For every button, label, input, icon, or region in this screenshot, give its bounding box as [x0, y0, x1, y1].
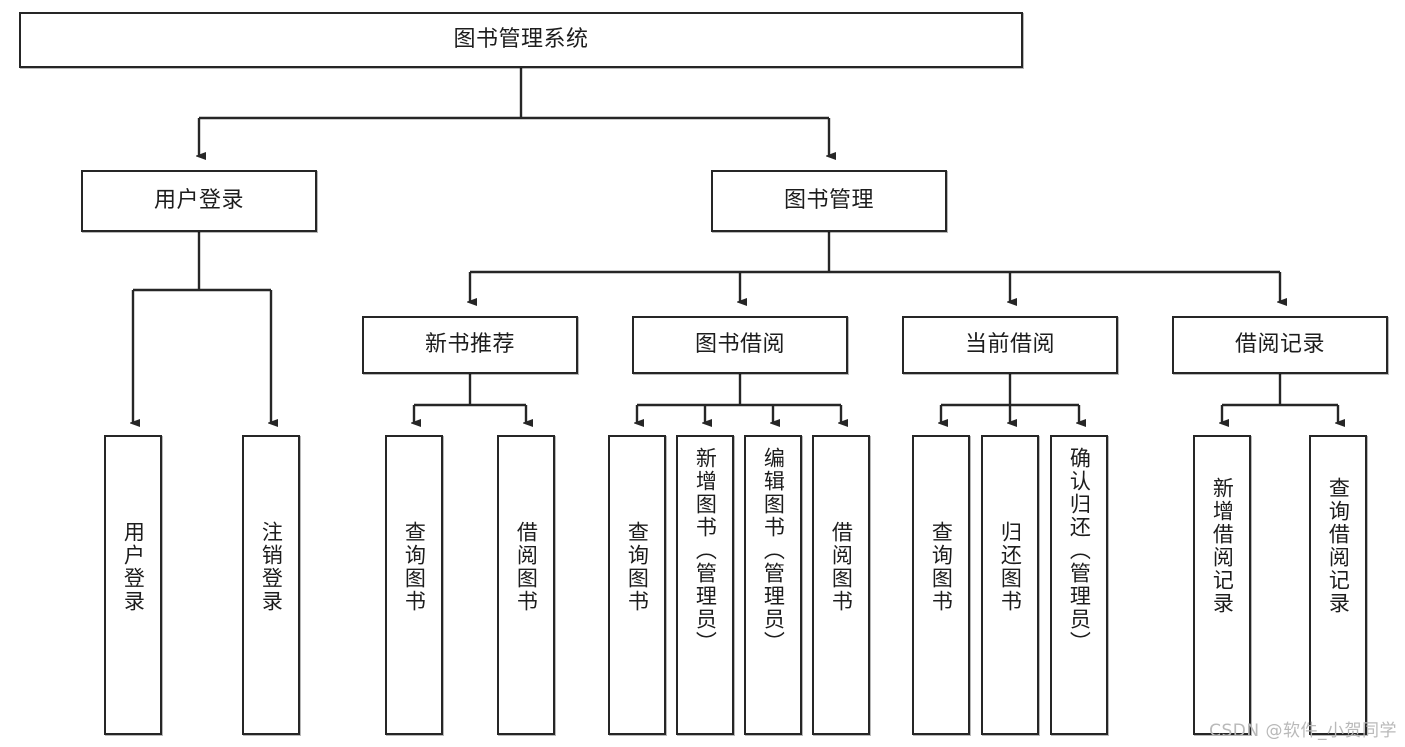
node-leaf-nb-query-book[interactable]: 查询图书 [385, 435, 443, 735]
node-leaf-bb-borrow-book[interactable]: 借阅图书 [812, 435, 870, 735]
node-label: 查询图书 [929, 521, 954, 613]
node-current-borrowing[interactable]: 当前借阅 [902, 316, 1118, 374]
node-leaf-logout[interactable]: 注销登录 [242, 435, 300, 735]
node-leaf-cb-query-book[interactable]: 查询图书 [912, 435, 970, 735]
node-label: 借阅图书 [829, 521, 854, 613]
node-label: 查询图书 [625, 521, 650, 613]
node-label: 新书推荐 [424, 332, 515, 358]
node-label: 图书管理 [783, 188, 874, 214]
node-leaf-bb-add-book-admin[interactable]: 新增图书（管理员） [676, 435, 734, 735]
node-leaf-nb-borrow-book[interactable]: 借阅图书 [497, 435, 555, 735]
node-new-book-recommendation[interactable]: 新书推荐 [362, 316, 578, 374]
node-label: 确认归还（管理员） [1067, 447, 1092, 654]
node-leaf-cb-return-book[interactable]: 归还图书 [981, 435, 1039, 735]
node-leaf-bb-query-book[interactable]: 查询图书 [608, 435, 666, 735]
csdn-watermark: CSDN @软件_小贺同学 [1209, 721, 1397, 741]
node-label: 当前借阅 [964, 332, 1055, 358]
node-user-login[interactable]: 用户登录 [81, 170, 317, 232]
node-label: 新增借阅记录 [1210, 477, 1235, 615]
node-borrowing-record[interactable]: 借阅记录 [1172, 316, 1388, 374]
node-leaf-br-add-record[interactable]: 新增借阅记录 [1193, 435, 1251, 735]
node-label: 用户登录 [121, 521, 146, 613]
node-leaf-bb-edit-book-admin[interactable]: 编辑图书（管理员） [744, 435, 802, 735]
node-label: 查询图书 [402, 521, 427, 613]
node-label: 借阅图书 [514, 521, 539, 613]
node-label: 注销登录 [259, 521, 284, 613]
node-leaf-br-query-record[interactable]: 查询借阅记录 [1309, 435, 1367, 735]
node-label: 用户登录 [153, 188, 244, 214]
node-label: 图书借阅 [694, 332, 785, 358]
node-label: 查询借阅记录 [1326, 477, 1351, 615]
node-label: 编辑图书（管理员） [761, 447, 786, 654]
node-label: 归还图书 [998, 521, 1023, 613]
node-book-borrowing[interactable]: 图书借阅 [632, 316, 848, 374]
node-label: 借阅记录 [1234, 332, 1325, 358]
node-book-management[interactable]: 图书管理 [711, 170, 947, 232]
node-label: 新增图书（管理员） [693, 447, 718, 654]
node-leaf-cb-confirm-return-admin[interactable]: 确认归还（管理员） [1050, 435, 1108, 735]
node-leaf-user-login[interactable]: 用户登录 [104, 435, 162, 735]
node-root-library-system[interactable]: 图书管理系统 [19, 12, 1023, 68]
node-label: 图书管理系统 [453, 27, 589, 53]
